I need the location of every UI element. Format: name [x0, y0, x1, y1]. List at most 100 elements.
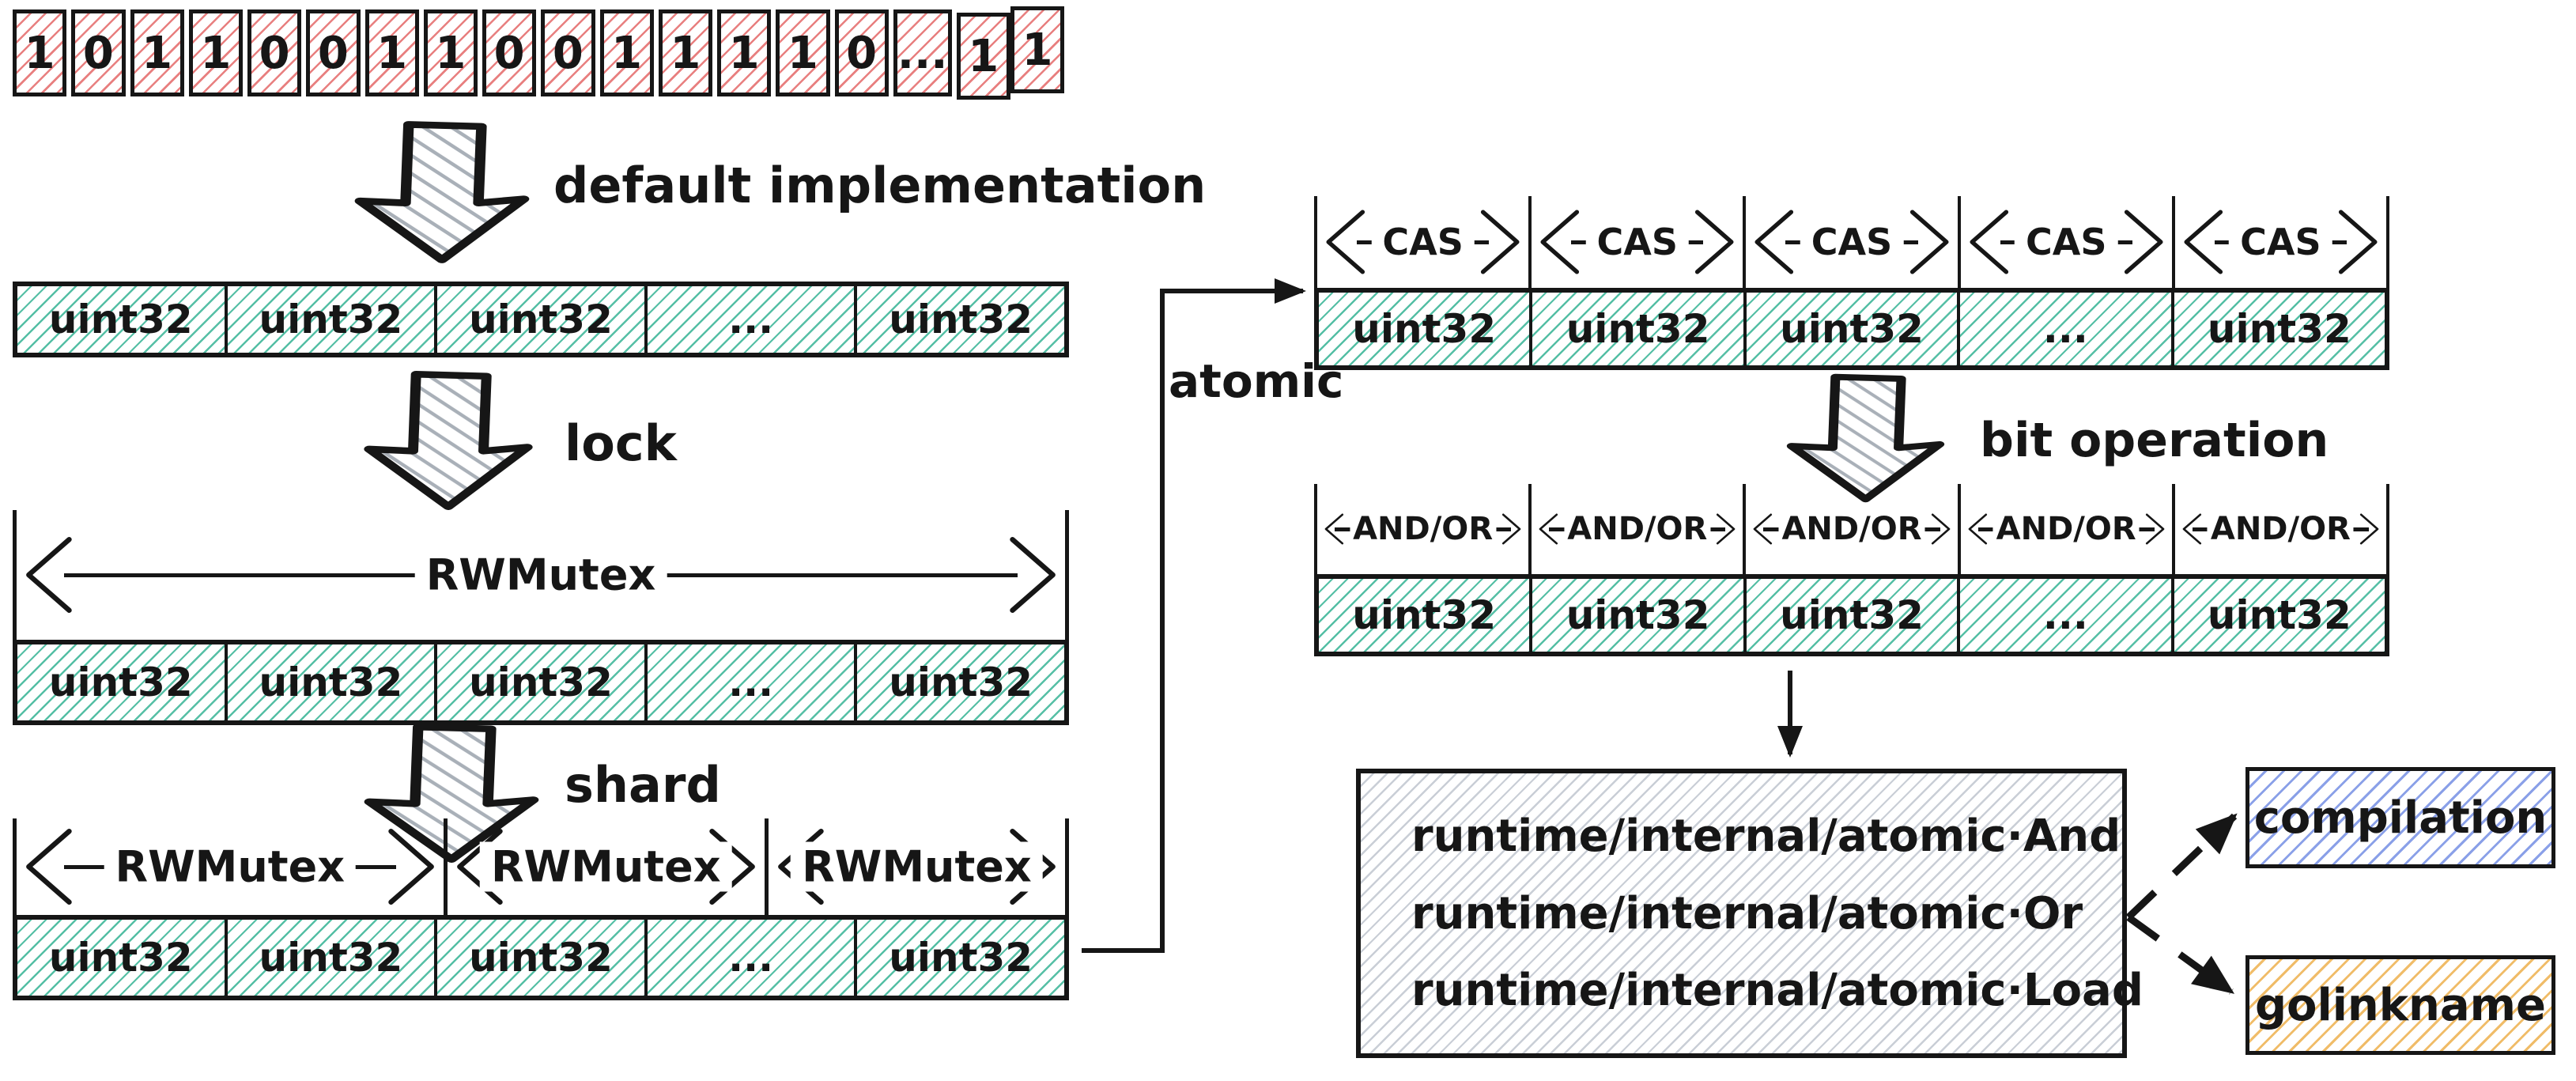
- arrowhead-right-icon: [1695, 210, 1734, 274]
- rwmutex-label: RWMutex: [479, 841, 732, 892]
- arrowhead-right-icon: [2145, 513, 2165, 545]
- down-arrow-thin-icon: [1777, 671, 1803, 758]
- rwmutex-span: RWMutex: [13, 510, 1069, 640]
- arrowhead-left-icon: [26, 536, 72, 613]
- uint32-cell: uint32: [2174, 579, 2385, 652]
- andor-label: AND/OR: [1778, 511, 1925, 547]
- bit-cell: 0: [541, 9, 595, 96]
- arrowhead-right-icon: [1502, 513, 1521, 545]
- runtime-function-load: runtime/internal/atomic·Load: [1411, 965, 2144, 1017]
- runtime-function-or: runtime/internal/atomic·Or: [1411, 887, 2083, 939]
- uint32-cell-ellipsis: ...: [647, 644, 858, 720]
- uint32-cell: uint32: [437, 920, 648, 996]
- label-shard: shard: [565, 756, 721, 814]
- cas-label: CAS: [1800, 221, 1904, 263]
- arrowhead-left-icon: [26, 829, 72, 905]
- arrowhead-left-icon: [1754, 210, 1794, 274]
- bit-cell: 0: [834, 9, 889, 96]
- arrowhead-left-icon: [1754, 513, 1773, 545]
- golinkname-box: golinkname: [2246, 955, 2555, 1055]
- uint32-cell-ellipsis: ...: [1960, 293, 2174, 365]
- bit-cell: 1: [13, 9, 67, 96]
- arrowhead-left-icon: [1540, 210, 1580, 274]
- uint32-cell: uint32: [227, 920, 438, 996]
- rwmutex-shard: RWMutex: [13, 818, 448, 915]
- arrowhead-right-icon: [1909, 210, 1949, 274]
- rwmutex-label: RWMutex: [414, 550, 667, 600]
- uint32-row-cas: uint32 uint32 uint32 ... uint32: [1314, 288, 2389, 370]
- bit-cell: 1: [423, 9, 478, 96]
- cas-span: CAS: [1314, 196, 1528, 288]
- arrowhead-left-icon: [1326, 210, 1365, 274]
- uint32-cell: uint32: [17, 920, 228, 996]
- uint32-row-default: uint32 uint32 uint32 ... uint32: [13, 282, 1069, 357]
- cas-label: CAS: [1371, 221, 1475, 263]
- bit-cell: 0: [482, 9, 537, 96]
- cas-span: CAS: [1528, 196, 1743, 288]
- bit-cell: 1: [364, 9, 419, 96]
- compilation-box: compilation: [2246, 767, 2555, 868]
- uint32-cell: uint32: [1532, 579, 1747, 652]
- cas-label: CAS: [2229, 221, 2332, 263]
- uint32-cell: uint32: [1319, 293, 1533, 365]
- arrowhead-right-icon: [1931, 513, 1950, 545]
- andor-label: AND/OR: [2207, 511, 2354, 547]
- arrowhead-right-icon: [2124, 210, 2163, 274]
- uint32-cell: uint32: [227, 644, 438, 720]
- uint32-row-lock: uint32 uint32 uint32 ... uint32: [13, 640, 1069, 725]
- rwmutex-label: RWMutex: [791, 841, 1043, 892]
- cas-block: CAS CAS CAS: [1314, 196, 2390, 370]
- bit-cell: 1: [776, 9, 830, 96]
- uint32-cell: uint32: [17, 644, 228, 720]
- bit-cell-ellipsis: ...: [893, 9, 952, 96]
- uint32-cell: uint32: [2174, 293, 2385, 365]
- andor-label: AND/OR: [1564, 511, 1711, 547]
- arrowhead-left-icon: [2182, 513, 2201, 545]
- uint32-row-shard: uint32 uint32 uint32 ... uint32: [13, 915, 1069, 1000]
- runtime-function-and: runtime/internal/atomic·And: [1411, 810, 2121, 862]
- arrowhead-right-icon: [2359, 513, 2379, 545]
- arrowhead-left-icon: [2184, 210, 2223, 274]
- bit-cell: 1: [1010, 6, 1065, 93]
- andor-block: AND/OR AND/OR AND/OR: [1314, 484, 2390, 656]
- label-default-implementation: default implementation: [553, 157, 1207, 214]
- sharded-rwmutex-block: RWMutex RWMutex RWMutex: [13, 818, 1069, 1000]
- andor-spans: AND/OR AND/OR AND/OR: [1314, 484, 2390, 574]
- bit-cell: 0: [247, 9, 302, 96]
- label-lock: lock: [565, 414, 677, 472]
- bit-cell: 1: [658, 9, 712, 96]
- arrowhead-right-icon: [387, 829, 434, 905]
- arrowhead-right-icon: [1481, 210, 1520, 274]
- uint32-cell-ellipsis: ...: [647, 920, 858, 996]
- arrowhead-left-icon: [1539, 513, 1558, 545]
- uint32-cell: uint32: [437, 644, 648, 720]
- bit-cell: 1: [599, 9, 654, 96]
- uint32-cell: uint32: [1319, 579, 1533, 652]
- arrowhead-left-icon: [1968, 513, 1987, 545]
- bit-cell: 0: [71, 9, 126, 96]
- uint32-cell-ellipsis: ...: [1960, 579, 2174, 652]
- cas-label: CAS: [2014, 221, 2118, 263]
- bit-cell: 0: [306, 9, 361, 96]
- uint32-cell: uint32: [857, 920, 1064, 996]
- uint32-cell-ellipsis: ...: [647, 286, 858, 353]
- bit-cell: 1: [188, 9, 243, 96]
- down-arrow-icon: [348, 119, 536, 266]
- arrowhead-right-icon: [1010, 536, 1056, 613]
- andor-span: AND/OR: [1314, 484, 1528, 574]
- bit-cell: 1: [717, 9, 772, 96]
- andor-span: AND/OR: [2171, 484, 2390, 574]
- arrowhead-left-icon: [1970, 210, 2008, 274]
- cas-span: CAS: [1743, 196, 1957, 288]
- bit-array-row: 1 0 1 1 0 0 1 1 0 0 1 1 1 1 0 ... 1 1: [13, 6, 1069, 100]
- runtime-functions-box: runtime/internal/atomic·And runtime/inte…: [1356, 769, 2144, 1058]
- cas-label: CAS: [1585, 221, 1690, 263]
- cas-span: CAS: [2171, 196, 2390, 288]
- uint32-cell: uint32: [227, 286, 438, 353]
- rwmutex-shard: RWMutex: [769, 818, 1069, 915]
- uint32-cell: uint32: [1746, 579, 1961, 652]
- cas-spans: CAS CAS CAS: [1314, 196, 2390, 288]
- andor-span: AND/OR: [1528, 484, 1743, 574]
- double-arrow: RWMutex: [17, 510, 1065, 640]
- uint32-cell: uint32: [857, 286, 1064, 353]
